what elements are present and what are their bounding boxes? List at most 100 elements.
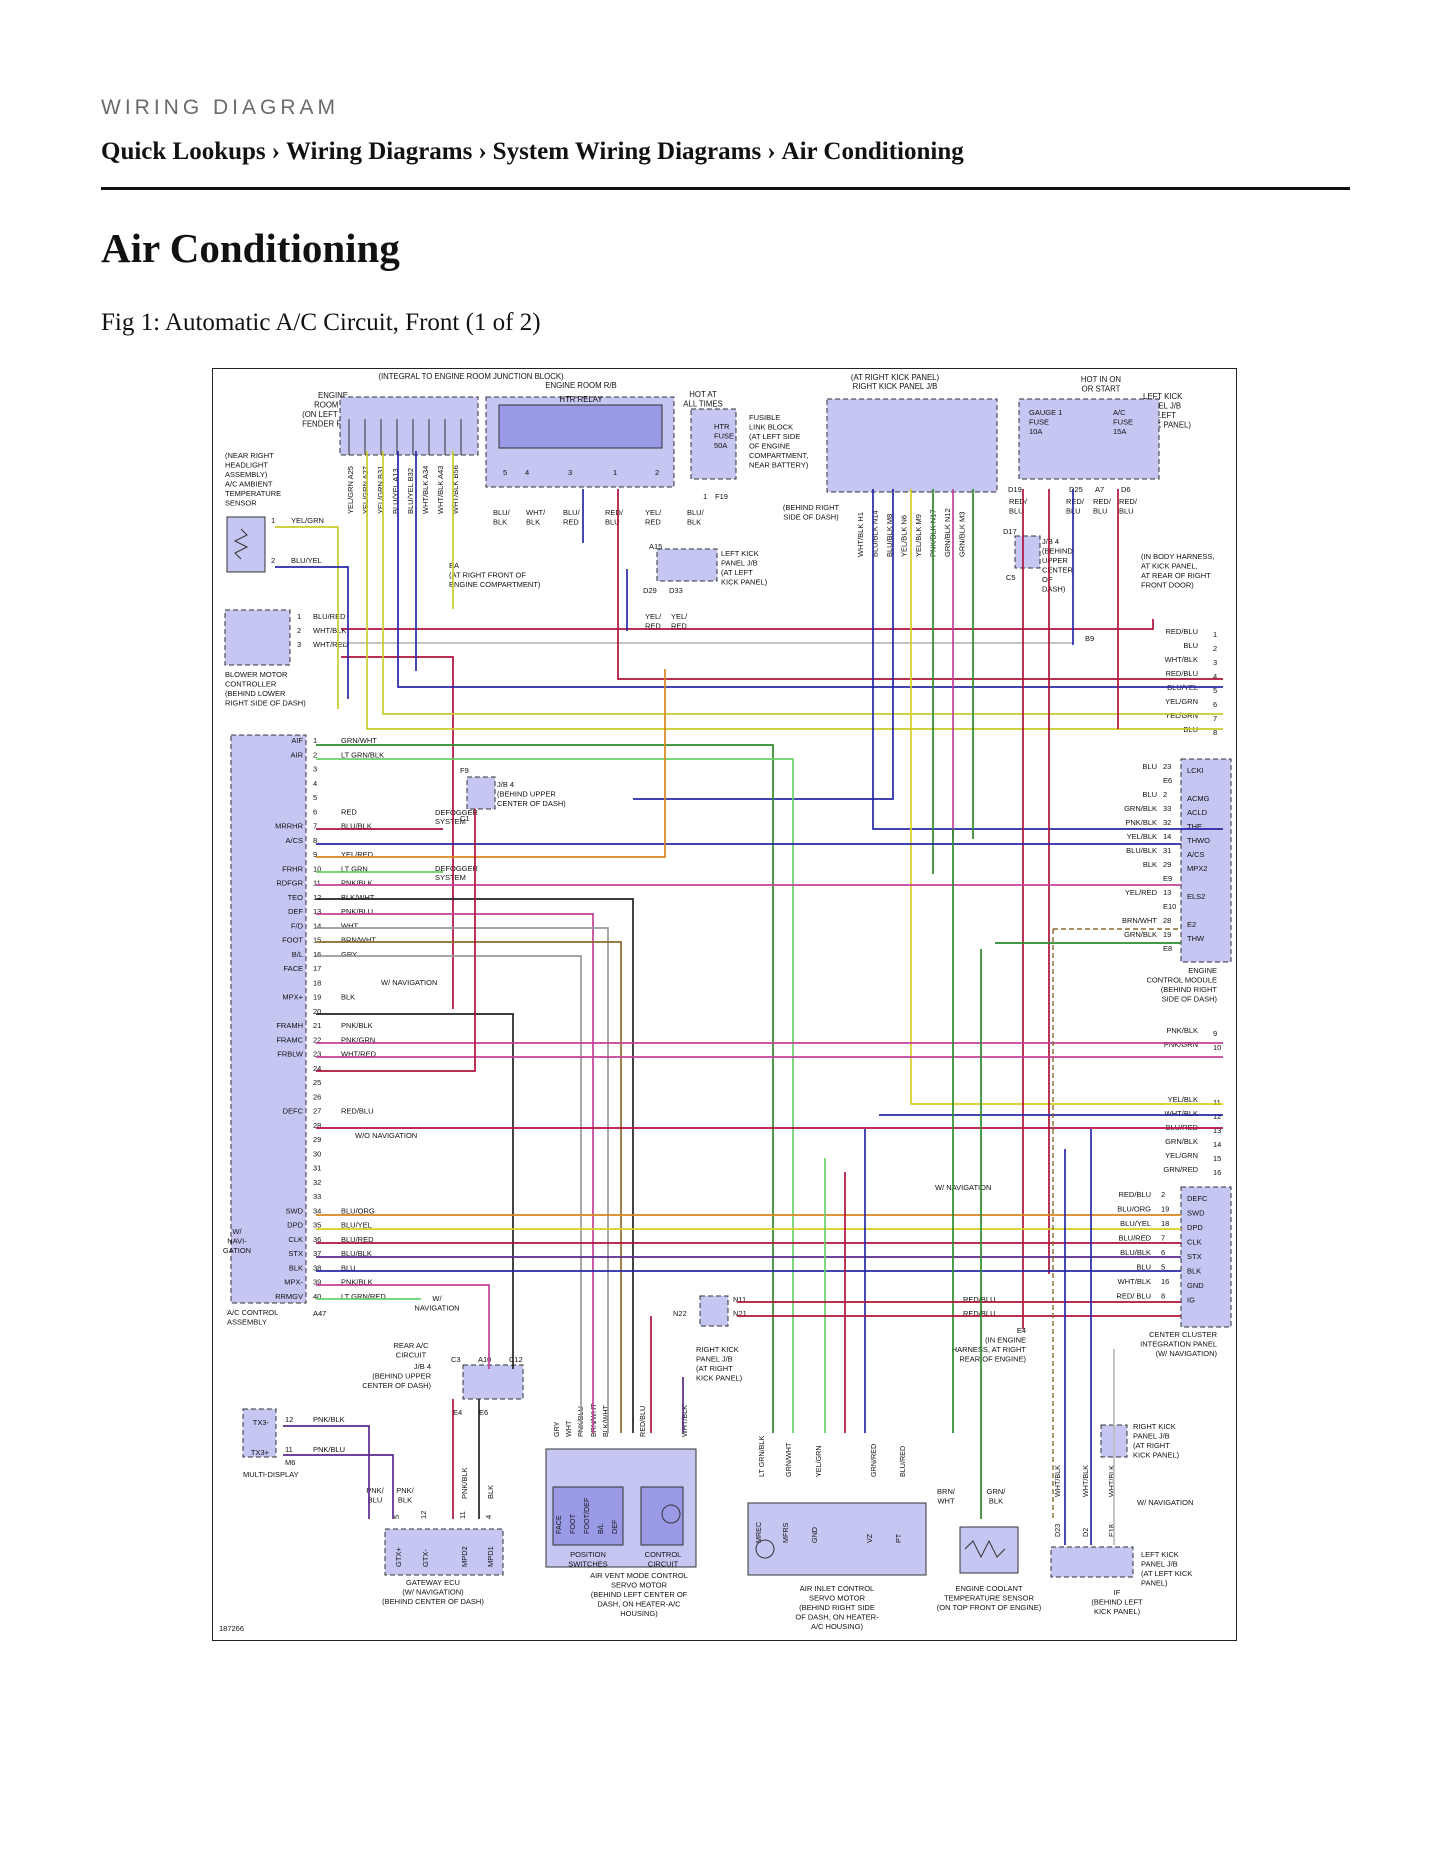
wire-label: PNK/BLU xyxy=(341,907,373,916)
pin-label: 19 xyxy=(313,993,321,1002)
label-control-circuit: CIRCUIT xyxy=(648,1560,679,1569)
label-multi-display: MULTI-DISPLAY xyxy=(243,1470,299,1479)
wire-label: YEL/GRN xyxy=(1165,711,1198,720)
breadcrumb-item-air-conditioning[interactable]: Air Conditioning xyxy=(781,138,964,165)
label-e4: REAR OF ENGINE) xyxy=(959,1355,1026,1364)
term-label: GTX- xyxy=(421,1549,430,1567)
term-label: DEFC xyxy=(283,1107,304,1116)
wire-blu-red xyxy=(341,619,1154,630)
wire-label: YEL/RED xyxy=(1125,888,1158,897)
wire-label: WHT xyxy=(937,1497,954,1506)
jb4-f9-box xyxy=(466,776,496,810)
wire-ambient-1 xyxy=(275,526,339,709)
wire-label: PNK/BLK xyxy=(313,1415,345,1424)
right-kick-jb-box xyxy=(826,398,998,493)
label-hot-all-times: ALL TIMES xyxy=(683,400,722,409)
breadcrumb-item-quick-lookups[interactable]: Quick Lookups xyxy=(101,138,266,165)
wire-label: BLU/BLK N14 xyxy=(871,510,880,557)
pin-label: D25 xyxy=(1069,485,1083,494)
gauge-fuse-label: FUSE xyxy=(1029,418,1049,427)
wire-label: BLU/BLK xyxy=(341,822,372,831)
breadcrumb-item-wiring-diagrams[interactable]: Wiring Diagrams xyxy=(286,138,473,165)
pin-label: 2 xyxy=(271,556,275,565)
pin-label: C3 xyxy=(451,1355,461,1364)
term-label: ELS2 xyxy=(1187,892,1205,901)
wire-label: RED/BLU xyxy=(1118,1190,1151,1199)
left-kick-jb-box xyxy=(1018,398,1160,480)
pin-label: 8 xyxy=(1161,1292,1165,1301)
label-ecm: ENGINE xyxy=(1188,966,1217,975)
label-left-kick-low: LEFT KICK xyxy=(1141,1550,1179,1559)
wire-label: GRN/BLK xyxy=(1124,930,1157,939)
wire-label: WHT/BLK B56 xyxy=(451,465,460,514)
wire-label: GRY xyxy=(552,1421,561,1437)
wire-label: BLU/BLK xyxy=(341,1249,372,1258)
label-w-nav-stack: W/ xyxy=(432,1294,442,1303)
pin-label: 39 xyxy=(313,1278,321,1287)
wire-label: GRN/BLK N12 xyxy=(943,508,952,557)
pin-label: 10 xyxy=(313,864,321,873)
wire-yel-red xyxy=(316,669,666,858)
label-body-harness: AT KICK PANEL, xyxy=(1141,562,1198,571)
pin-label: M6 xyxy=(285,1458,295,1467)
wire-label: YEL/GRN xyxy=(291,516,324,525)
label-jb4-f9: (BEHIND UPPER xyxy=(497,790,556,799)
label-left-kick-mid: (AT LEFT xyxy=(721,568,753,577)
wire-label: RED/BLU xyxy=(963,1309,996,1318)
breadcrumb-item-system-wiring-diagrams[interactable]: System Wiring Diagrams xyxy=(492,138,762,165)
wire-label: BLU xyxy=(1009,507,1024,516)
wire-label: BLU/YEL xyxy=(1120,1219,1151,1228)
pin-label: A15 xyxy=(649,542,662,551)
pin-label: E10 xyxy=(1163,902,1176,911)
position-switches xyxy=(552,1486,624,1546)
wire-tx3-minus xyxy=(283,1425,370,1519)
pin-label: D29 xyxy=(643,586,657,595)
label-vent-servo: HOUSING) xyxy=(620,1609,658,1618)
pin-label: 4 xyxy=(313,779,317,788)
term-label: MPX- xyxy=(284,1278,303,1287)
pin-label: 12 xyxy=(1213,1112,1221,1121)
pin-label: C5 xyxy=(1006,573,1016,582)
wire-label: BLU/BLK xyxy=(1126,846,1157,855)
wire-label: WHT/BLK A43 xyxy=(436,466,445,514)
header-divider xyxy=(101,187,1350,190)
label-e4: (IN ENGINE xyxy=(985,1336,1026,1345)
label-ambient-sensor: HEADLIGHT xyxy=(225,461,268,470)
pin-label: 4 xyxy=(484,1515,493,1519)
pin-label: 19 xyxy=(1163,930,1171,939)
term-label: MPD2 xyxy=(460,1546,469,1567)
wiring-diagram: (INTEGRAL TO ENGINE ROOM JUNCTION BLOCK)… xyxy=(219,372,1232,1633)
wire-label: PNK/BLK xyxy=(460,1467,469,1499)
figure-number: 187266 xyxy=(219,1624,244,1633)
cluster-box xyxy=(1180,1186,1232,1328)
label-nav-group: NAVI- xyxy=(227,1237,247,1246)
term-label: SWD xyxy=(286,1206,304,1215)
pin-label: 7 xyxy=(1213,714,1217,723)
term-label: A/CS xyxy=(285,836,303,845)
wire-label: RED/BLU xyxy=(341,1107,374,1116)
wire-label: WHT/BLK xyxy=(1053,1465,1062,1497)
pin-label: 3 xyxy=(1213,658,1217,667)
pin-label: 11 xyxy=(313,879,321,888)
label-if: KICK PANEL) xyxy=(1094,1607,1141,1616)
label-position-switches: POSITION xyxy=(570,1550,606,1559)
label-right-kick-low: RIGHT KICK xyxy=(696,1345,739,1354)
wire-label: BLK xyxy=(493,518,507,527)
label-inlet-servo: SERVO MOTOR xyxy=(809,1594,866,1603)
multi-display-box xyxy=(242,1408,277,1458)
wire-label: BRN/ xyxy=(937,1487,956,1496)
term-label: PT xyxy=(894,1533,903,1543)
pin-label: F19 xyxy=(715,492,728,501)
ecm-box xyxy=(1180,758,1232,963)
label-w-nav: W/ NAVIGATION xyxy=(935,1183,991,1192)
term-label: TX3+ xyxy=(251,1448,270,1457)
term-label: DEF xyxy=(288,907,303,916)
pin-label: 33 xyxy=(1163,804,1171,813)
term-label: FRAMH xyxy=(276,1021,303,1030)
term-label: THW xyxy=(1187,934,1205,943)
label-jb4-mid: (BEHIND UPPER xyxy=(372,1372,431,1381)
label-right-kick-low: (AT RIGHT xyxy=(696,1364,733,1373)
label-jb4-f9: CENTER OF DASH) xyxy=(497,799,566,808)
pin-label: 14 xyxy=(313,921,321,930)
wire-label: YEL/ xyxy=(671,612,688,621)
